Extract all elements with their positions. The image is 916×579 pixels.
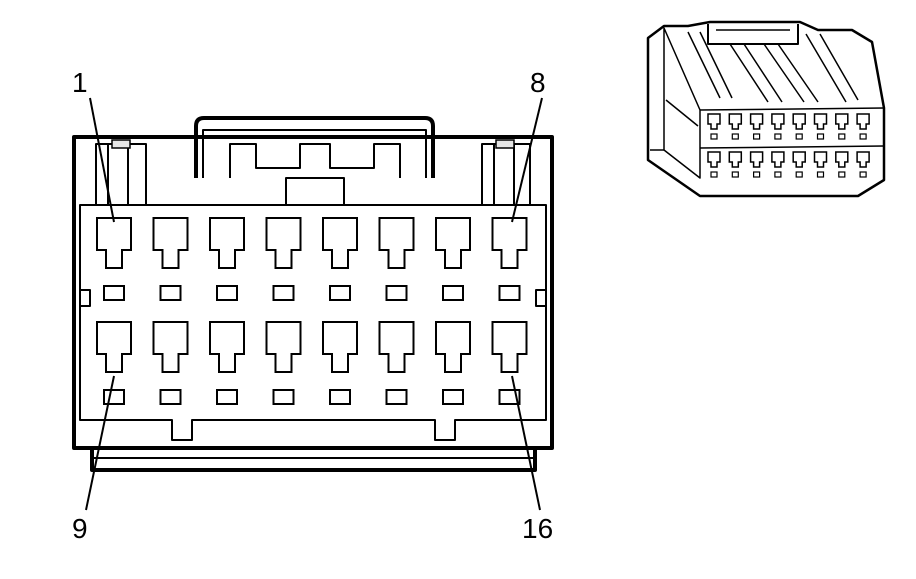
iso-pin-cavity-8 <box>856 113 870 130</box>
iso-pin-cavity-6 <box>813 113 828 130</box>
pin-16-label: 16 <box>522 513 553 544</box>
leader-pin-9 <box>85 375 115 511</box>
iso-pin-slot-3 <box>752 133 761 140</box>
iso-pin-slot-14 <box>816 171 825 178</box>
iso-pin-cavity-9 <box>707 151 721 168</box>
left-key <box>79 289 91 307</box>
right-key <box>535 289 547 307</box>
iso-pin-cavity-13 <box>792 151 806 168</box>
iso-pin-cavity-7 <box>835 113 849 130</box>
pin-slot-13 <box>329 389 351 405</box>
iso-pin-slot-13 <box>795 171 803 178</box>
iso-pin-cavity-1 <box>707 113 721 130</box>
iso-pin-cavity-3 <box>749 113 764 130</box>
leader-pin-1 <box>89 97 115 223</box>
pin-slot-5 <box>329 285 351 301</box>
pin-cavity-3 <box>209 217 245 269</box>
pin-cavity-5 <box>322 217 358 269</box>
pin-slot-4 <box>272 285 295 301</box>
pin-slot-12 <box>272 389 295 405</box>
pin-cavity-14 <box>378 321 415 373</box>
iso-pin-slot-12 <box>774 171 782 178</box>
housing-outline <box>72 135 554 450</box>
pin-9-label: 9 <box>72 513 88 544</box>
pin-cavity-12 <box>265 321 302 373</box>
iso-pin-cavity-4 <box>771 113 785 130</box>
iso-pin-cavity-10 <box>728 151 743 168</box>
pin-cavity-11 <box>209 321 245 373</box>
iso-pin-slot-11 <box>752 171 761 178</box>
pin-slot-9 <box>103 389 125 405</box>
iso-pin-slot-1 <box>710 133 718 140</box>
iso-pin-slot-16 <box>859 171 867 178</box>
iso-pin-cavity-2 <box>728 113 743 130</box>
pin-slot-3 <box>216 285 238 301</box>
iso-pin-cavity-5 <box>792 113 806 130</box>
pin-cavity-10 <box>152 321 189 373</box>
pin-cavities <box>96 217 528 405</box>
iso-pin-slot-10 <box>731 171 739 178</box>
pin-slot-14 <box>385 389 408 405</box>
pin-slot-7 <box>442 285 464 301</box>
connector-face-view: 1 8 9 16 <box>72 67 554 544</box>
inner-face <box>79 204 547 441</box>
iso-pin-slot-7 <box>838 133 846 140</box>
iso-pin-slot-4 <box>774 133 782 140</box>
iso-pin-cavity-16 <box>856 151 870 168</box>
pin-slot-6 <box>385 285 408 301</box>
leader-pin-16 <box>511 375 541 511</box>
iso-pin-cavity-12 <box>771 151 785 168</box>
pin-8-label: 8 <box>530 67 546 98</box>
pin-slot-10 <box>159 389 182 405</box>
iso-pin-slot-15 <box>838 171 846 178</box>
iso-pin-slot-6 <box>816 133 825 140</box>
pin-cavity-6 <box>378 217 415 269</box>
iso-pin-cavity-11 <box>749 151 764 168</box>
top-latch <box>194 116 435 178</box>
iso-pin-slot-2 <box>731 133 739 140</box>
pin-slot-15 <box>442 389 464 405</box>
iso-pin-slot-5 <box>795 133 803 140</box>
right-corner-post <box>481 139 531 205</box>
callout-leaders <box>85 97 543 511</box>
iso-pin-slot-8 <box>859 133 867 140</box>
pin-cavity-15 <box>435 321 471 373</box>
pin-1-label: 1 <box>72 67 88 98</box>
pin-slot-2 <box>159 285 182 301</box>
pin-slot-8 <box>498 285 521 301</box>
pin-cavity-1 <box>96 217 132 269</box>
connector-3d-view <box>646 20 886 198</box>
pin-slot-11 <box>216 389 238 405</box>
pin-slot-1 <box>103 285 125 301</box>
pin-slot-16 <box>498 389 521 405</box>
iso-pin-cavity-15 <box>835 151 849 168</box>
pin-cavity-8 <box>491 217 528 269</box>
leader-pin-8 <box>511 97 543 223</box>
pin-cavity-2 <box>152 217 189 269</box>
iso-pin-cavities <box>707 113 870 178</box>
pin-cavity-4 <box>265 217 302 269</box>
pin-cavity-7 <box>435 217 471 269</box>
iso-pin-slot-9 <box>710 171 718 178</box>
pin-cavity-13 <box>322 321 358 373</box>
iso-body <box>646 20 886 198</box>
iso-pin-cavity-14 <box>813 151 828 168</box>
pin-cavity-16 <box>491 321 528 373</box>
pin-cavity-9 <box>96 321 132 373</box>
